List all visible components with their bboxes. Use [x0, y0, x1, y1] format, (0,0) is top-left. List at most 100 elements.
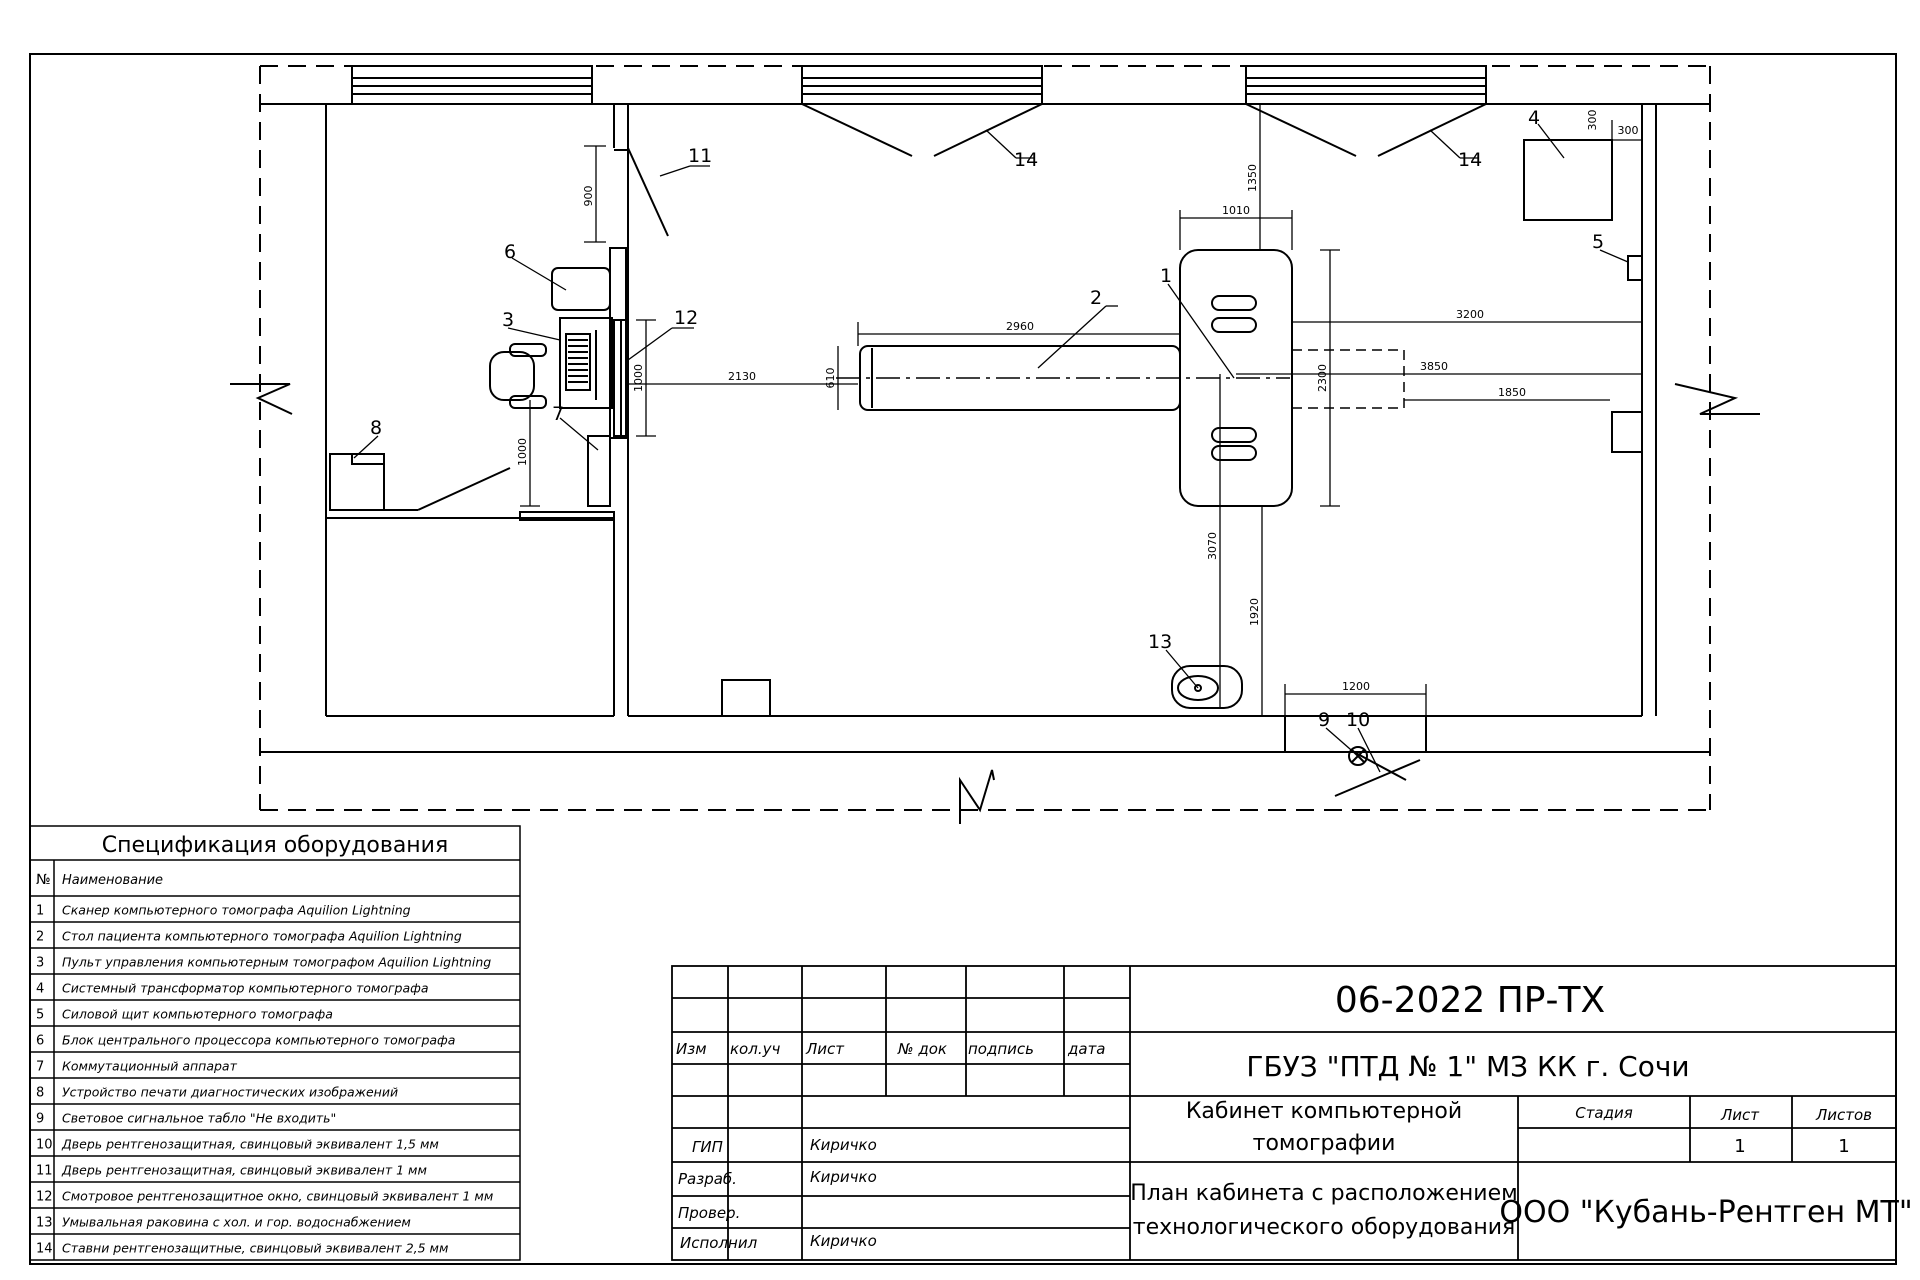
- sheets-value: 1: [1838, 1136, 1849, 1157]
- sheet-frame: [29, 53, 1897, 1265]
- dim-1010: 1010: [1222, 204, 1250, 217]
- role-gip-name: Киричко: [810, 1136, 877, 1154]
- break-bottom: [959, 769, 995, 824]
- spec-row-name: Умывальная раковина с хол. и гор. водосн…: [62, 1215, 411, 1230]
- chair: [489, 343, 547, 409]
- dimension-labels: 900 1350 300 300 1010 2960 610 2130 1000…: [516, 110, 1639, 694]
- switch-unit: [587, 435, 611, 507]
- dim-1350: 1350: [1246, 164, 1259, 192]
- callout-12: 12: [674, 307, 698, 329]
- callout-numbers: 1 2 3 4 5 6 7 8 9 10 11 12 13 14 14: [370, 107, 1604, 731]
- company-name: ООО "Кубань-Рентген МТ": [1499, 1195, 1912, 1230]
- spec-row-num: 7: [36, 1060, 44, 1075]
- dim-900: 900: [582, 186, 595, 207]
- spec-row-num: 3: [36, 956, 44, 971]
- dim-1000-window: 1000: [632, 364, 645, 392]
- callout-13: 13: [1148, 631, 1172, 653]
- spec-row-num: 5: [36, 1008, 44, 1023]
- break-right: [1674, 383, 1760, 415]
- callout-9: 9: [1318, 709, 1330, 731]
- callout-3: 3: [502, 309, 514, 331]
- sheet-value: 1: [1734, 1136, 1745, 1157]
- hdr-kol: кол.уч: [730, 1040, 780, 1058]
- spec-row-name: Устройство печати диагностических изобра…: [62, 1085, 398, 1100]
- dim-3070: 3070: [1206, 532, 1219, 560]
- callout-6: 6: [504, 241, 516, 263]
- hdr-list: Лист: [805, 1040, 845, 1058]
- role-prover: Провер.: [678, 1204, 740, 1222]
- spec-row-num: 4: [36, 982, 44, 997]
- callout-8: 8: [370, 417, 382, 439]
- floor-plan: [230, 65, 1760, 824]
- spec-row-num: 9: [36, 1112, 44, 1127]
- dim-1920: 1920: [1248, 598, 1261, 626]
- spec-row-name: Световое сигнальное табло "Не входить": [62, 1111, 336, 1126]
- power-panel: [1627, 255, 1643, 281]
- spec-col-name: Наименование: [62, 873, 163, 888]
- role-razrab-name: Киричко: [810, 1168, 877, 1186]
- transformer: [1523, 139, 1613, 221]
- spec-row-name: Дверь рентгенозащитная, свинцовый эквива…: [61, 1137, 439, 1152]
- warning-light: [1348, 746, 1368, 766]
- spec-row-num: 1: [36, 904, 44, 919]
- callout-7: 7: [552, 403, 564, 425]
- hdr-podpis: подпись: [968, 1040, 1034, 1058]
- spec-row-num: 8: [36, 1086, 44, 1101]
- spec-table: [29, 825, 521, 1261]
- dim-2960: 2960: [1006, 320, 1034, 333]
- door-11: [627, 147, 669, 237]
- callout-4: 4: [1528, 107, 1540, 129]
- organization-name: ГБУЗ "ПТД № 1" МЗ КК г. Сочи: [1246, 1050, 1689, 1083]
- callout-2: 2: [1090, 287, 1102, 309]
- spec-row-name: Силовой щит компьютерного томографа: [62, 1007, 333, 1022]
- room-title-line2: томографии: [1253, 1131, 1396, 1156]
- spec-row-num: 14: [36, 1242, 53, 1257]
- room-title-line1: Кабинет компьютерной: [1186, 1099, 1462, 1124]
- drawing-title-line1: План кабинета с расположением: [1130, 1181, 1517, 1206]
- spec-row-name: Ставни рентгенозащитные, свинцовый эквив…: [62, 1241, 448, 1256]
- dim-300-h: 300: [1618, 124, 1639, 137]
- callout-10: 10: [1346, 709, 1370, 731]
- desk-wall: [609, 247, 627, 439]
- spec-row-num: 2: [36, 930, 44, 945]
- callout-1: 1: [1160, 265, 1172, 287]
- spec-row-name: Сканер компьютерного томографа Aquilion …: [62, 903, 411, 918]
- spec-row-num: 11: [36, 1164, 53, 1179]
- callout-14a: 14: [1014, 149, 1038, 171]
- dim-1000-desk: 1000: [516, 438, 529, 466]
- dim-2130: 2130: [728, 370, 756, 383]
- console: [559, 317, 613, 409]
- drawing-title-line2: технологического оборудования: [1133, 1215, 1516, 1240]
- spec-row-name: Коммутационный аппарат: [62, 1059, 238, 1074]
- role-ispolnil-name: Киричко: [810, 1232, 877, 1250]
- spec-row-num: 12: [36, 1190, 53, 1205]
- spec-row-lines: [30, 921, 520, 1235]
- dim-3200: 3200: [1456, 308, 1484, 321]
- hdr-ndoc: № док: [897, 1040, 947, 1058]
- hdr-data: дата: [1067, 1040, 1106, 1058]
- sink: [1171, 665, 1243, 709]
- spec-title: Спецификация оборудования: [102, 833, 448, 858]
- dim-1200: 1200: [1342, 680, 1370, 693]
- title-block: [671, 965, 1897, 1261]
- spec-row-name: Стол пациента компьютерного томографа Aq…: [62, 929, 462, 944]
- shutters: [801, 103, 1487, 157]
- spec-row-name: Дверь рентгенозащитная, свинцовый эквива…: [61, 1163, 427, 1178]
- sheets-label: Листов: [1815, 1106, 1872, 1124]
- spec-row-name: Смотровое рентгенозащитное окно, свинцов…: [62, 1189, 493, 1204]
- dim-300-v: 300: [1586, 110, 1599, 131]
- dim-610: 610: [824, 368, 837, 389]
- sheet-label: Лист: [1720, 1106, 1760, 1124]
- role-gip: ГИП: [692, 1138, 723, 1156]
- building-break-lines: [259, 65, 1711, 811]
- callout-leaders: [353, 123, 1629, 773]
- printer: [329, 453, 385, 511]
- spec-row-name: Пульт управления компьютерным томографом…: [62, 955, 491, 970]
- spec-row-num: 13: [36, 1216, 53, 1231]
- title-block-text: Изм кол.уч Лист № док подпись дата ГИП К…: [676, 980, 1913, 1252]
- dim-1850: 1850: [1498, 386, 1526, 399]
- stage-label: Стадия: [1575, 1104, 1633, 1122]
- role-razrab: Разраб.: [678, 1170, 737, 1188]
- spec-row-num: 6: [36, 1034, 44, 1049]
